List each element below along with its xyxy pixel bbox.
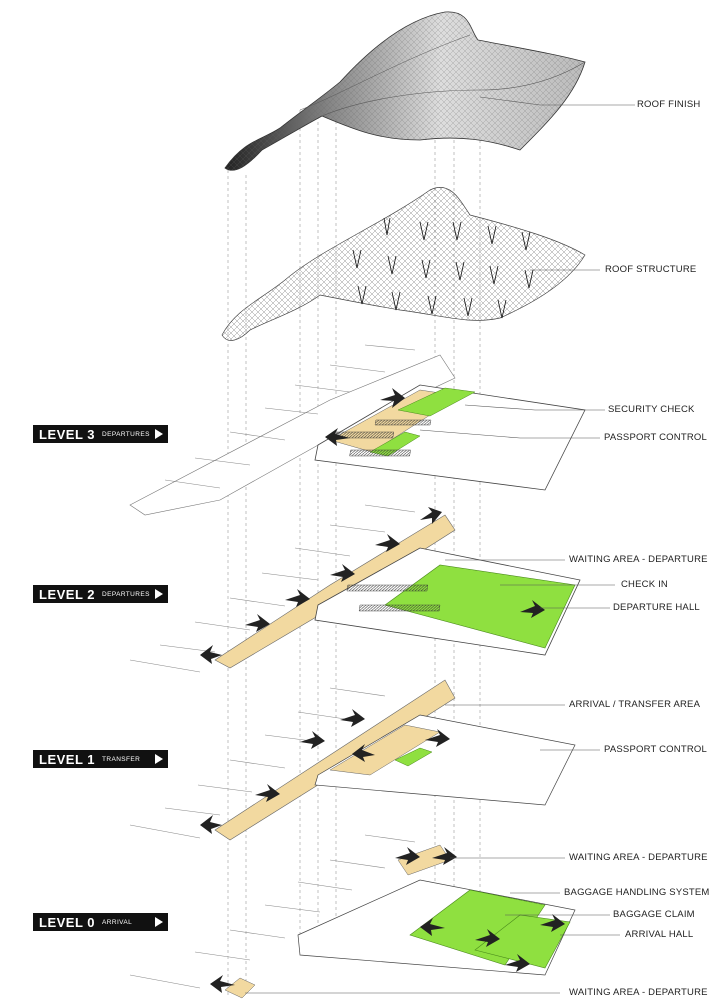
leader-lines: [245, 96, 635, 994]
label-passport-control-l3: PASSPORT CONTROL: [604, 432, 707, 443]
level-0-gates: [129, 834, 416, 989]
level-2-name: LEVEL 2: [39, 586, 96, 602]
level-1-name: LEVEL 1: [39, 751, 96, 767]
roof-finish-layer: [224, 11, 586, 171]
label-baggage-handling: BAGGAGE HANDLING SYSTEM: [564, 887, 710, 898]
level-3-plan: [129, 344, 586, 516]
label-departure-hall: DEPARTURE HALL: [613, 602, 700, 613]
level-1-sub: TRANSFER: [102, 755, 141, 763]
label-passport-control-l1: PASSPORT CONTROL: [604, 744, 707, 755]
label-roof-structure: ROOF STRUCTURE: [605, 264, 697, 275]
level-1-plan: [129, 679, 576, 841]
label-roof-finish: ROOF FINISH: [637, 99, 701, 110]
level-3-flow-arrows: [325, 388, 405, 446]
label-check-in: CHECK IN: [621, 579, 668, 590]
level-2-tag: LEVEL 2 DEPARTURES: [33, 585, 168, 603]
label-waiting-departure-l0b: WAITING AREA - DEPARTURE: [569, 987, 708, 998]
level-0-plan: [129, 834, 576, 999]
level-1-gates: [129, 687, 386, 839]
label-waiting-departure-l2: WAITING AREA - DEPARTURE: [569, 554, 708, 565]
play-arrow-icon: [155, 917, 163, 927]
level-1-tag: LEVEL 1 TRANSFER: [33, 750, 168, 768]
level-2-plan: [129, 504, 581, 673]
roof-columns: [352, 217, 534, 319]
level-2-checkin-bars: [346, 584, 441, 612]
level-1-flow-arrows: [200, 709, 450, 834]
label-arrival-transfer: ARRIVAL / TRANSFER AREA: [569, 699, 701, 710]
label-waiting-departure-l0a: WAITING AREA - DEPARTURE: [569, 852, 708, 863]
level-2-gates: [129, 504, 416, 673]
level-0-sub: ARRIVAL: [102, 918, 133, 926]
play-arrow-icon: [155, 589, 163, 599]
level-3-tag: LEVEL 3 DEPARTURES: [33, 425, 168, 443]
label-arrival-hall: ARRIVAL HALL: [625, 929, 694, 940]
play-arrow-icon: [155, 429, 163, 439]
level-0-tag: LEVEL 0 ARRIVAL: [33, 913, 168, 931]
level-0-flow-arrows: [210, 847, 565, 993]
level-3-bars: [332, 419, 432, 457]
label-security-check: SECURITY CHECK: [608, 404, 695, 415]
roof-structure-layer: [221, 187, 586, 341]
level-3-sub: DEPARTURES: [102, 430, 150, 438]
level-3-name: LEVEL 3: [39, 426, 96, 442]
level-2-sub: DEPARTURES: [102, 590, 150, 598]
level-3-gates: [164, 344, 416, 489]
label-baggage-claim: BAGGAGE CLAIM: [613, 909, 695, 920]
play-arrow-icon: [155, 754, 163, 764]
level-2-flow-arrows: [200, 507, 545, 664]
level-0-name: LEVEL 0: [39, 914, 96, 930]
